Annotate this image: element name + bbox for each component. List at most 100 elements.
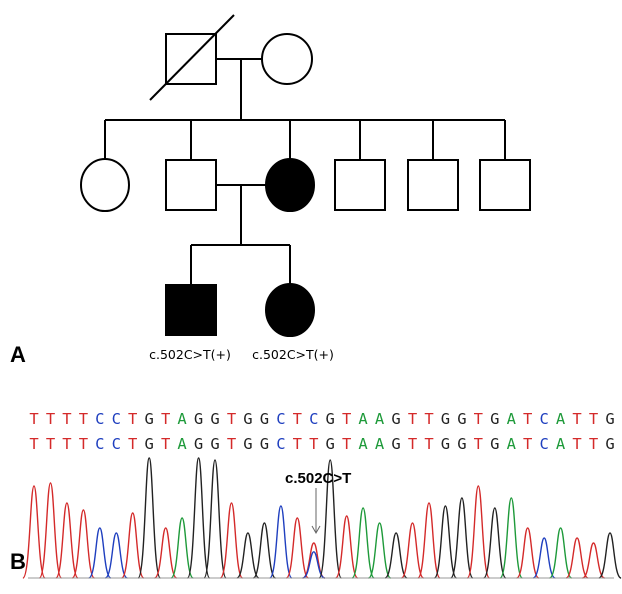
base-letter: T bbox=[408, 410, 417, 428]
mother-affected-female bbox=[265, 158, 315, 212]
base-letter: T bbox=[523, 410, 532, 428]
base-letter: G bbox=[260, 435, 269, 453]
deceased-slash bbox=[149, 14, 235, 101]
trace-peak bbox=[351, 507, 375, 579]
trace-peak bbox=[170, 517, 194, 579]
base-letter: G bbox=[260, 410, 269, 428]
mutation-label: c.502C>T bbox=[285, 470, 351, 487]
base-letter: C bbox=[276, 435, 285, 453]
daughter-affected-female bbox=[265, 283, 315, 337]
base-letter: C bbox=[309, 410, 318, 428]
trace-peak bbox=[153, 527, 178, 579]
trace-peak bbox=[22, 485, 46, 579]
base-letter: T bbox=[523, 435, 532, 453]
base-letter: C bbox=[95, 410, 104, 428]
base-letter: A bbox=[507, 410, 517, 428]
trace-peak bbox=[203, 459, 227, 579]
base-letter: C bbox=[112, 435, 121, 453]
base-letter: A bbox=[375, 435, 385, 453]
base-letter: T bbox=[29, 410, 38, 428]
base-letter: T bbox=[589, 435, 598, 453]
base-letter: T bbox=[474, 410, 483, 428]
base-letter: C bbox=[540, 410, 549, 428]
trace-peak bbox=[236, 532, 260, 579]
base-letter: G bbox=[457, 410, 466, 428]
base-letter: G bbox=[457, 435, 466, 453]
base-letter: G bbox=[243, 435, 252, 453]
base-letter: G bbox=[194, 435, 203, 453]
base-letter: A bbox=[358, 410, 368, 428]
uncle-2-male bbox=[407, 159, 459, 211]
base-letter: T bbox=[161, 435, 170, 453]
base-letter: T bbox=[474, 435, 483, 453]
trace-peak bbox=[104, 532, 128, 579]
trace-peak bbox=[433, 505, 458, 579]
base-letter: G bbox=[605, 410, 614, 428]
base-letter: T bbox=[46, 410, 55, 428]
base-letter: T bbox=[572, 435, 581, 453]
trace-peak bbox=[499, 497, 523, 579]
trace-peak bbox=[367, 522, 392, 579]
trace-peak bbox=[252, 522, 277, 579]
uncle-1-male bbox=[334, 159, 386, 211]
base-letter: T bbox=[62, 435, 71, 453]
base-letter: A bbox=[556, 410, 566, 428]
base-letter: T bbox=[408, 435, 417, 453]
trace-peak bbox=[532, 537, 556, 579]
base-letter: A bbox=[556, 435, 566, 453]
base-letter: C bbox=[540, 435, 549, 453]
base-letter: T bbox=[128, 410, 137, 428]
base-letter: G bbox=[441, 435, 450, 453]
trace-peak bbox=[417, 502, 441, 579]
trace-peak bbox=[598, 532, 622, 579]
genotype-label-daughter: c.502C>T(+) bbox=[252, 347, 334, 362]
trace-peak bbox=[565, 537, 589, 579]
base-letter: G bbox=[326, 435, 335, 453]
genotype-label-son: c.502C>T(+) bbox=[149, 347, 231, 362]
trace-peak bbox=[88, 527, 112, 579]
trace-peak bbox=[582, 542, 605, 579]
trace-peak bbox=[219, 502, 244, 579]
base-letter: T bbox=[46, 435, 55, 453]
base-letter: G bbox=[326, 410, 335, 428]
trace-peak bbox=[121, 512, 145, 579]
father-male bbox=[165, 159, 217, 211]
trace-peak bbox=[269, 505, 293, 579]
base-letter: G bbox=[490, 435, 499, 453]
chromatogram-plot bbox=[22, 457, 622, 579]
mutation-arrow bbox=[311, 488, 321, 535]
base-letter: G bbox=[210, 435, 219, 453]
base-letter: G bbox=[145, 410, 154, 428]
base-letter: T bbox=[293, 410, 302, 428]
base-letter: C bbox=[112, 410, 121, 428]
base-letter: G bbox=[391, 410, 400, 428]
base-letter: T bbox=[62, 410, 71, 428]
trace-peak-secondary bbox=[302, 551, 326, 579]
trace-peak bbox=[137, 457, 161, 579]
base-letter: G bbox=[210, 410, 219, 428]
base-letter: G bbox=[145, 435, 154, 453]
base-letter: A bbox=[358, 435, 368, 453]
base-letter: A bbox=[375, 410, 385, 428]
trace-peak bbox=[334, 515, 359, 579]
base-letter: G bbox=[391, 435, 400, 453]
base-letter: T bbox=[589, 410, 598, 428]
trace-peak bbox=[400, 522, 425, 579]
base-letter: T bbox=[29, 435, 38, 453]
trace-peak bbox=[384, 532, 408, 579]
trace-peak bbox=[548, 527, 573, 579]
base-letter: T bbox=[227, 410, 236, 428]
base-letter: T bbox=[227, 435, 236, 453]
trace-peak bbox=[516, 527, 540, 579]
base-letter: T bbox=[128, 435, 137, 453]
base-letter: A bbox=[507, 435, 517, 453]
grandmother-female bbox=[261, 33, 313, 85]
base-letter: T bbox=[79, 435, 88, 453]
base-letter: A bbox=[177, 410, 187, 428]
base-letter: T bbox=[424, 435, 433, 453]
trace-peak bbox=[285, 517, 310, 579]
base-letter: C bbox=[276, 410, 285, 428]
base-letter: T bbox=[342, 410, 351, 428]
aunt-female bbox=[80, 158, 130, 212]
